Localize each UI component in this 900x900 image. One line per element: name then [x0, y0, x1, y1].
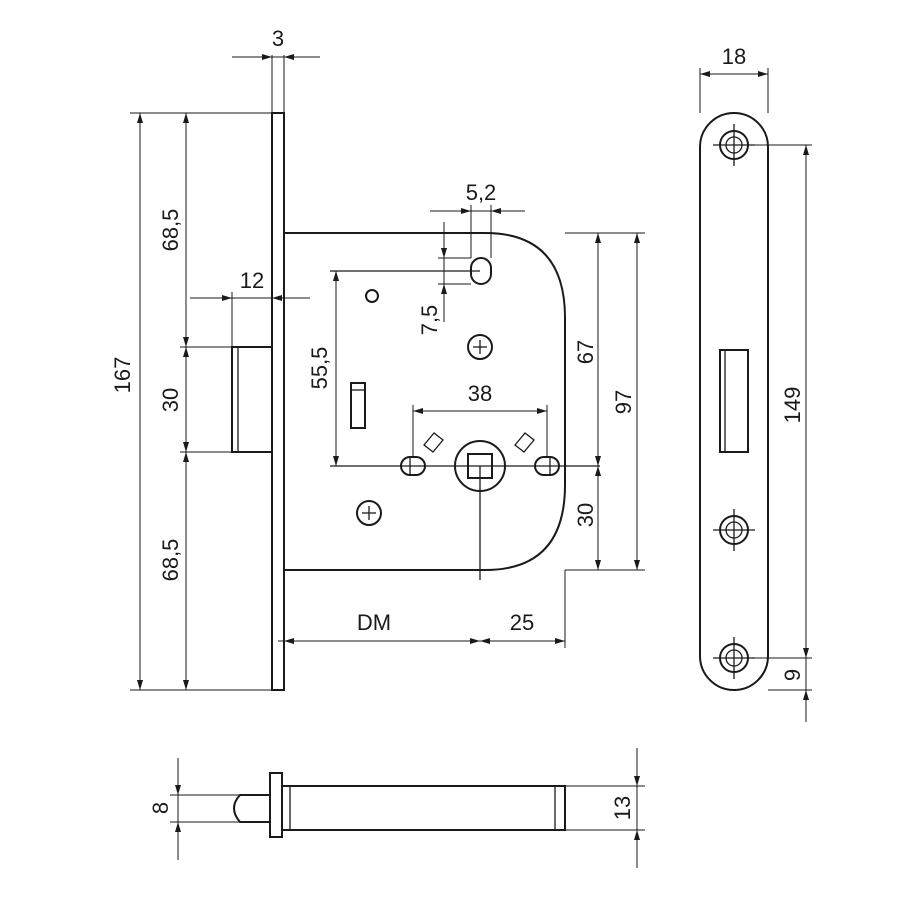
lock-case — [284, 232, 600, 580]
dim-spindle-offset: 7,5 — [417, 222, 471, 335]
dim-case-depth: 13 — [565, 748, 645, 868]
dim-label-strike-height: 149 — [780, 387, 805, 424]
spindle-hub — [454, 440, 506, 492]
dim-label-lower-height: 68,5 — [158, 539, 183, 582]
dim-label-case-depth: 13 — [610, 796, 635, 820]
dim-upper-to-follower: 55,5 — [307, 271, 339, 466]
dim-label-case-lower: 30 — [573, 503, 598, 527]
dim-label-spindle-square: 5,2 — [466, 180, 497, 205]
dim-latch-stack: 68,5 30 68,5 — [158, 113, 232, 690]
dim-backset: DM 25 — [278, 570, 566, 648]
dim-label-backset: DM — [357, 610, 391, 635]
dim-label-spindle-offset: 7,5 — [417, 305, 442, 336]
faceplate — [271, 112, 285, 691]
dim-label-strike-width: 18 — [722, 44, 746, 69]
strike-plate — [699, 112, 769, 691]
cylinder-slot — [470, 257, 492, 285]
dim-label-case-height: 97 — [611, 390, 636, 414]
dim-case-heights: 67 30 97 — [565, 232, 645, 571]
dim-bolt-height: 8 — [148, 758, 240, 860]
latch-bolt — [231, 346, 272, 453]
dim-follower-spacing: 38 — [412, 381, 548, 457]
dim-label-strike-bottom: 9 — [780, 669, 805, 681]
dim-strike-width: 18 — [699, 44, 769, 113]
dim-label-rear-offset: 25 — [510, 610, 534, 635]
dim-label-follower-spacing: 38 — [468, 381, 492, 406]
dim-label-latch-depth: 12 — [240, 268, 264, 293]
case-screw-upper-icon — [467, 334, 493, 360]
dim-spindle-square: 5,2 — [430, 180, 525, 258]
dim-total-height: 167 — [110, 112, 272, 691]
strike-screw-middle-icon — [713, 509, 755, 551]
dim-label-latch-height: 30 — [158, 388, 183, 412]
dim-strike-height: 149 9 — [748, 144, 812, 722]
dim-label-bolt-height: 8 — [148, 802, 173, 814]
dim-label-total-height: 167 — [110, 357, 135, 394]
key-slot — [350, 382, 366, 429]
dim-faceplate-thickness: 3 — [232, 26, 320, 113]
dim-label-case-upper: 67 — [573, 340, 598, 364]
dim-label-faceplate-thickness: 3 — [272, 26, 284, 51]
dim-latch-depth: 12 — [190, 268, 310, 347]
mounting-hole — [365, 289, 379, 303]
case-screw-lower-icon — [356, 500, 382, 526]
dim-label-upper-height: 68,5 — [158, 209, 183, 252]
side-view — [233, 772, 566, 838]
dim-label-upper-to-follower: 55,5 — [307, 347, 332, 390]
